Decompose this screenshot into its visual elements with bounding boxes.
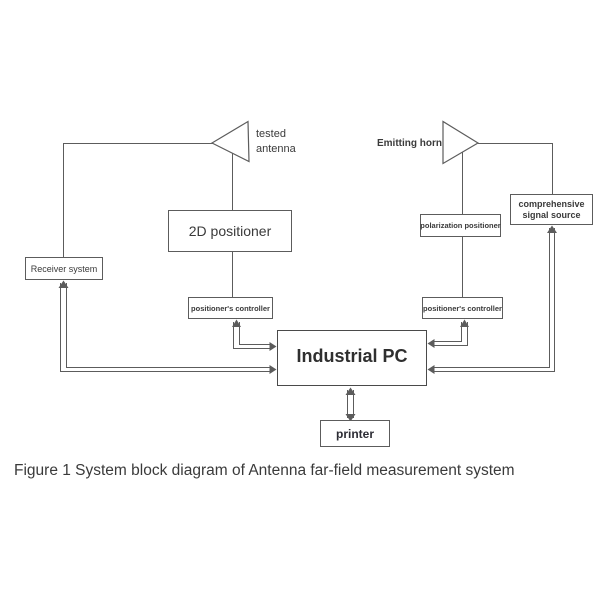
node-printer-label: printer: [335, 426, 374, 441]
connector-receiver-pc: [60, 283, 271, 372]
node-industrial-pc-label: Industrial PC: [296, 345, 408, 366]
arrow-up-into-controller-right: [460, 319, 469, 327]
arrow-up-into-controller-left: [232, 319, 241, 327]
node-industrial-pc: Industrial PC: [277, 330, 427, 386]
node-signal-source-label-line2: signal source: [522, 209, 581, 220]
node-polarization-positioner: polarization positioner: [420, 214, 501, 237]
node-receiver-system: Receiver system: [25, 257, 103, 280]
arrow-up-into-signal-source: [547, 225, 557, 233]
label-tested-antenna: tested antenna: [256, 127, 296, 157]
node-comprehensive-signal-source: comprehensive signal source: [510, 194, 593, 225]
arrow-right-into-pc-upper-left: [269, 342, 277, 351]
arrow-left-into-pc-lower-right: [427, 365, 435, 374]
node-2d-positioner-label: 2D positioner: [188, 223, 272, 239]
tested-antenna-icon: [210, 120, 250, 163]
node-signal-source-label-line1: comprehensive: [518, 198, 585, 209]
connector-signal-source-pc: [433, 228, 555, 372]
arrow-up-into-pc-bottom: [345, 387, 356, 395]
connector-controller-right-pc: [433, 322, 468, 346]
label-tested-antenna-line1: tested: [256, 128, 286, 140]
arrow-down-into-printer: [345, 414, 356, 422]
node-positioner-controller-right: positioner's controller: [422, 297, 503, 319]
label-emitting-horn: Emitting horn: [377, 138, 442, 149]
line-antenna-to-receiver: [63, 143, 213, 257]
figure-caption: Figure 1 System block diagram of Antenna…: [14, 462, 515, 479]
node-receiver-system-label: Receiver system: [30, 263, 98, 274]
arrow-left-into-pc-upper-right: [427, 339, 435, 348]
node-positioner-controller-left: positioner's controller: [188, 297, 273, 319]
node-printer: printer: [320, 420, 390, 447]
connector-controller-left-pc: [233, 322, 271, 349]
node-polarization-positioner-label: polarization positioner: [420, 221, 501, 230]
arrow-up-into-receiver: [58, 280, 69, 288]
line-horn-to-signal-source: [478, 143, 553, 194]
node-positioner-controller-right-label: positioner's controller: [423, 303, 502, 313]
arrow-right-into-pc-lower-left: [269, 365, 277, 374]
node-positioner-controller-left-label: positioner's controller: [191, 303, 270, 313]
node-2d-positioner: 2D positioner: [168, 210, 292, 252]
label-tested-antenna-line2: antenna: [256, 143, 296, 155]
emitting-horn-icon: [442, 120, 480, 165]
